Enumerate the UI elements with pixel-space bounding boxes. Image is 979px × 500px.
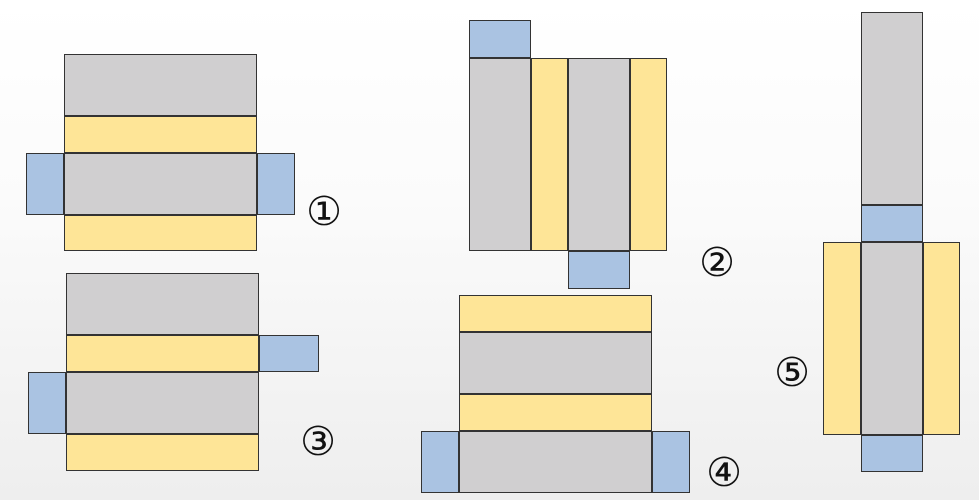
- net-5-face-left-yellow: [823, 242, 861, 435]
- net-2-face-top-blue: [469, 20, 531, 58]
- net-3-label: ③: [300, 419, 336, 465]
- net-4-face-right-blue: [652, 431, 690, 493]
- net-4-face-left-blue: [421, 431, 459, 493]
- net-2-face-bottom-blue: [568, 251, 630, 289]
- net-4-face-middle-yellow: [459, 394, 652, 431]
- net-1-face-lower-yellow: [64, 215, 257, 251]
- net-2-face-yellow-2: [630, 58, 667, 251]
- net-4-face-bottom-gray: [459, 431, 652, 493]
- net-2-face-yellow-1: [531, 58, 568, 251]
- net-3-face-right-blue: [259, 335, 319, 372]
- net-4-face-upper-gray: [459, 332, 652, 394]
- net-2-face-gray-1: [469, 58, 531, 251]
- net-5-face-upper-blue: [861, 205, 923, 242]
- net-5-face-middle-gray: [861, 242, 923, 435]
- net-3-face-middle-gray: [66, 372, 259, 434]
- net-3-face-upper-yellow: [66, 335, 259, 372]
- net-1-face-top-gray: [64, 54, 257, 116]
- net-5-face-top-gray: [861, 12, 923, 205]
- net-5-face-right-yellow: [923, 242, 960, 435]
- net-2-label: ②: [699, 240, 735, 286]
- net-5-label: ⑤: [774, 350, 810, 396]
- net-1-face-upper-yellow: [64, 116, 257, 153]
- net-3-face-top-gray: [66, 273, 259, 335]
- net-3-face-lower-yellow: [66, 434, 259, 471]
- net-2-face-gray-2: [568, 58, 630, 251]
- net-4-label: ④: [706, 450, 742, 496]
- net-1-face-left-blue: [26, 153, 64, 215]
- net-1-label: ①: [306, 189, 342, 235]
- net-4-face-top-yellow: [459, 295, 652, 332]
- net-5-face-bottom-blue: [861, 435, 923, 472]
- net-3-face-left-blue: [28, 372, 66, 434]
- net-1-face-right-blue: [257, 153, 295, 215]
- net-1-face-middle-gray: [64, 153, 257, 215]
